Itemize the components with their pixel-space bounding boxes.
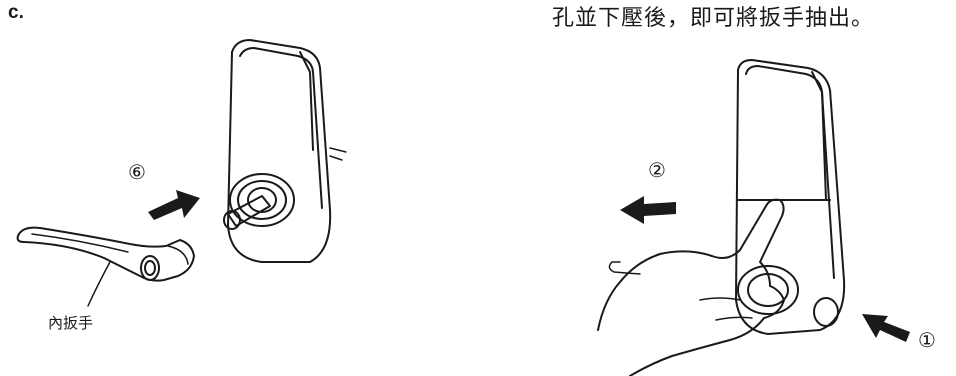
step-number-1: ① [918,328,936,352]
arrow-left-icon [620,196,676,224]
inner-handle [16,226,195,307]
arrow-up-left-icon [862,314,910,342]
left-spindle [223,195,271,230]
arrow-right-icon [148,190,200,220]
hand [597,198,785,376]
inner-handle-label: 內扳手 [48,314,94,332]
right-lock-body [735,59,846,335]
step-letter: c. [8,2,24,23]
step-number-6: ⑥ [128,160,146,184]
left-lock-body [227,39,347,263]
step-number-2: ② [648,158,666,182]
instruction-text: 孔並下壓後，即可將扳手抽出。 [552,6,875,31]
